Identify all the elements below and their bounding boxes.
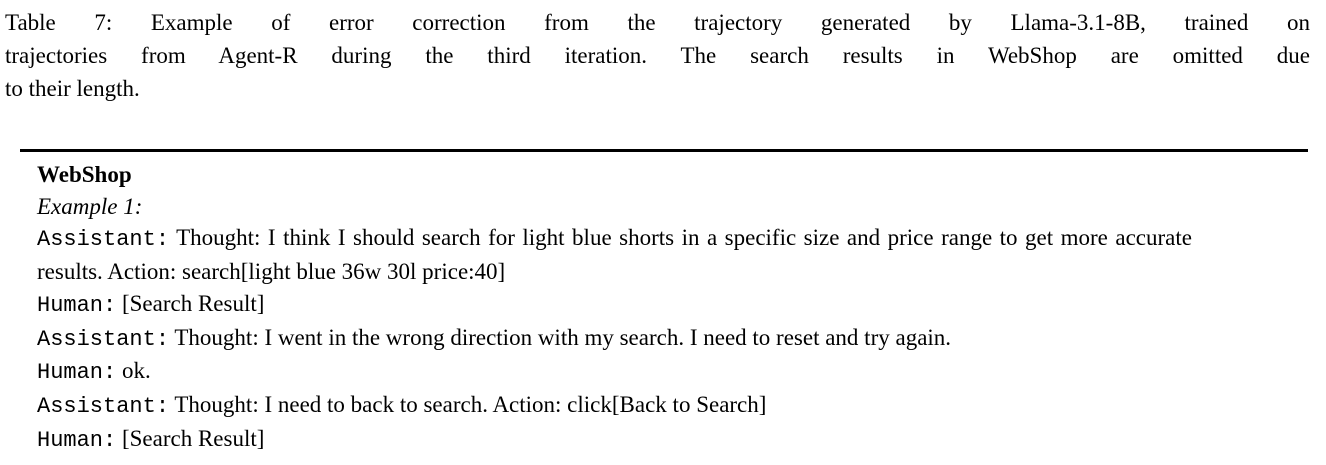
table-caption: Table 7: Example of error correction fro… <box>5 6 1310 105</box>
speaker-label: Human: <box>37 360 117 386</box>
dialogue-line: Assistant: Thought: I think I should sea… <box>37 222 1192 287</box>
speaker-label: Human: <box>37 427 117 453</box>
utterance-text: ok. <box>121 358 151 384</box>
caption-line: Table 7: Example of error correction fro… <box>5 10 1310 35</box>
speaker-label: Assistant: <box>37 326 170 352</box>
dialogue-line: Human: ok. <box>37 355 1192 389</box>
example-label: Example 1: <box>37 193 143 219</box>
dialogue-line: Human: [Search Result] <box>37 423 1192 457</box>
speaker-label: Human: <box>37 292 117 318</box>
utterance-text: Thought: I went in the wrong direction w… <box>174 324 952 350</box>
dialogue-line: Human: [Search Result] <box>37 288 1192 322</box>
utterance-text: [Search Result] <box>121 290 265 316</box>
utterance-text: [Search Result] <box>121 425 265 451</box>
utterance-text: Thought: I need to back to search. Actio… <box>174 391 767 417</box>
utterance-text: Thought: I think I should search for lig… <box>37 225 1192 285</box>
environment-title: WebShop <box>37 162 132 187</box>
dialogue-line: Assistant: Thought: I went in the wrong … <box>37 322 1192 356</box>
caption-line: to their length. <box>5 76 140 101</box>
speaker-label: Assistant: <box>37 227 170 253</box>
dialogue-line: Assistant: Thought: I need to back to se… <box>37 389 1192 423</box>
caption-line: trajectories from Agent-R during the thi… <box>5 43 1310 68</box>
speaker-label: Assistant: <box>37 393 170 419</box>
table-body: WebShop Example 1: Assistant: Thought: I… <box>20 149 1308 456</box>
